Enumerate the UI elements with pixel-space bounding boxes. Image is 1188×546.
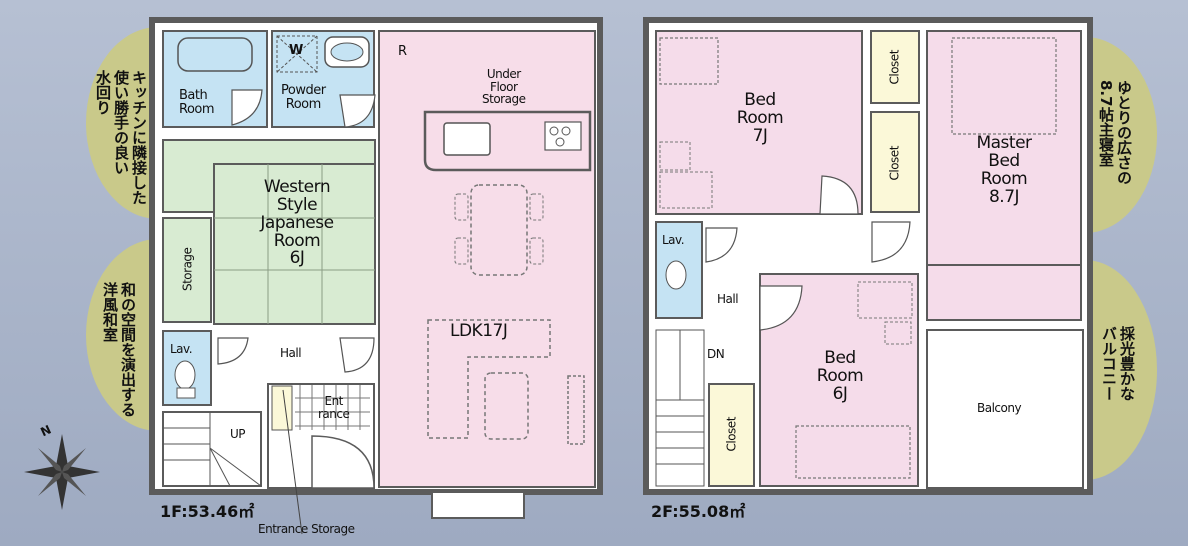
under-floor-storage-label: Under Floor Storage: [482, 67, 526, 107]
closet-a-label: Closet: [887, 50, 902, 85]
entrance-storage-label: Entrance Storage: [258, 522, 355, 536]
floor2-area-label: 2F:55.08㎡: [651, 502, 746, 521]
compass-rose: [24, 434, 100, 510]
bed-room-7j-label: Bed Room 7J: [736, 90, 784, 146]
lav-1f-label: Lav.: [170, 342, 193, 356]
bath-room-label: Bath Room: [179, 88, 215, 117]
callout-japanese-room-text: 和の空間を演出する 洋風和室: [101, 282, 137, 417]
lav-2f-label: Lav.: [662, 233, 685, 247]
callout-master-bedroom-text: ゆとりの広さの 8.7帖主寝室: [1097, 80, 1133, 185]
master-bed-room-label: Master Bed Room 8.7J: [976, 133, 1032, 207]
dn-label: DN: [707, 347, 725, 361]
callout-balcony-text: 採光豊かな バルコニー: [1100, 326, 1136, 401]
w-marker-label: W: [289, 43, 303, 58]
ldk-label: LDK17J: [450, 321, 508, 341]
hall-2f-label: Hall: [717, 292, 739, 306]
up-label: UP: [230, 427, 246, 441]
powder-room-label: Powder Room: [281, 83, 326, 112]
western-room-label: Western Style Japanese Room 6J: [260, 177, 334, 269]
closet-c-label: Closet: [724, 417, 739, 452]
callout-kitchen-water-text: キッチンに隣接した 使い勝手の良い 水回り: [94, 70, 148, 205]
bed-room-6j-label: Bed Room 6J: [816, 348, 864, 404]
storage-label: Storage: [180, 247, 195, 292]
closet-b-label: Closet: [887, 146, 902, 181]
r-marker-label: R: [398, 44, 407, 59]
balcony-label: Balcony: [977, 401, 1022, 415]
hall-1f-label: Hall: [280, 346, 302, 360]
entrance-label: Ent rance: [318, 394, 350, 421]
floor1-area-label: 1F:53.46㎡: [160, 502, 255, 521]
